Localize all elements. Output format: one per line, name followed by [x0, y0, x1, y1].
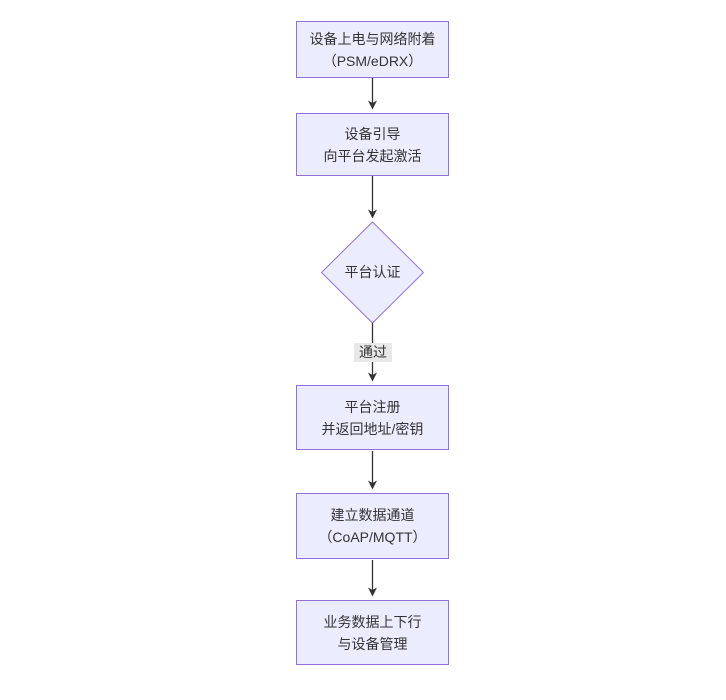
node-text-line: 设备引导 — [344, 125, 401, 142]
flow-node-register: 平台注册 并返回地址/密钥 — [296, 385, 449, 450]
edge-label-pass: 通过 — [354, 343, 392, 362]
node-text-line: 向平台发起激活 — [323, 147, 422, 164]
node-text-line: （PSM/eDRX） — [322, 52, 423, 69]
node-text-line: 设备上电与网络附着 — [309, 30, 436, 47]
node-text-line: （CoAP/MQTT） — [318, 529, 427, 545]
flow-node-business-data: 业务数据上下行 与设备管理 — [296, 600, 449, 665]
node-text-line: 与设备管理 — [337, 635, 408, 652]
node-text-line: 并返回地址/密钥 — [321, 420, 424, 437]
node-text-line: 平台注册 — [344, 398, 401, 415]
node-text-line: 建立数据通道 — [330, 507, 415, 523]
flow-node-data-channel: 建立数据通道 （CoAP/MQTT） — [296, 493, 449, 559]
flow-node-platform-auth-label: 平台认证 — [344, 264, 401, 280]
node-text-line: 业务数据上下行 — [323, 613, 422, 630]
flow-node-power-attach: 设备上电与网络附着 （PSM/eDRX） — [296, 21, 449, 78]
flow-node-bootstrap: 设备引导 向平台发起激活 — [296, 113, 449, 176]
